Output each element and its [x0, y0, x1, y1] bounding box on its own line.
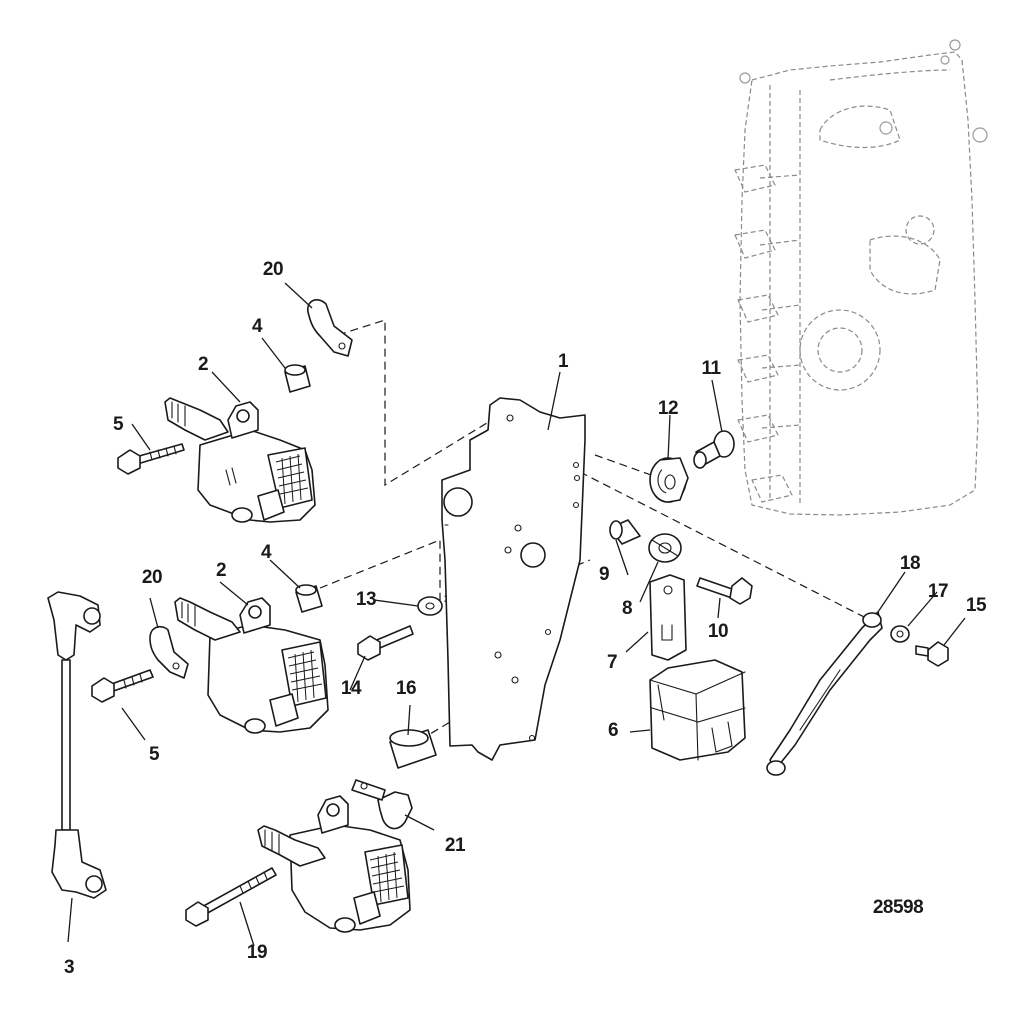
callout-9: 9	[598, 564, 610, 585]
bolt-middle	[91, 669, 154, 703]
ignition-coil-lower	[257, 795, 411, 933]
ignition-coil-upper	[164, 397, 316, 523]
assembly-dashed-lines	[319, 319, 871, 741]
callout-11: 11	[701, 358, 721, 379]
callout-4-middle: 4	[260, 542, 272, 563]
callout-20-middle: 20	[141, 567, 163, 588]
leader-lines	[67, 282, 966, 947]
figure-number: 28598	[872, 897, 924, 918]
callout-21: 21	[444, 835, 466, 856]
spark-plug-lead	[47, 591, 107, 899]
spacer-upper	[284, 364, 311, 393]
callout-5-upper: 5	[112, 414, 124, 435]
callout-3: 3	[63, 957, 75, 978]
spacer-large	[389, 729, 437, 769]
callout-5-middle: 5	[148, 744, 160, 765]
long-bolt	[185, 867, 277, 927]
bushing-9	[609, 519, 641, 545]
clamp-upper	[307, 299, 353, 357]
callout-2-middle: 2	[215, 560, 227, 581]
bolt-upper	[117, 443, 185, 475]
callout-10: 10	[707, 621, 729, 642]
grommet-12	[649, 457, 689, 503]
mounting-clip	[649, 574, 687, 661]
bolt-10	[696, 577, 753, 605]
washer-13	[417, 596, 443, 616]
washer-17	[890, 625, 910, 643]
callout-1: 1	[557, 351, 569, 372]
callout-12: 12	[657, 398, 679, 419]
callout-8: 8	[621, 598, 633, 619]
spacer-middle	[295, 584, 323, 613]
nut-15	[915, 641, 949, 667]
callout-20-upper: 20	[262, 259, 284, 280]
callout-18: 18	[899, 553, 921, 574]
callout-4-upper: 4	[251, 316, 263, 337]
mounting-bracket	[441, 397, 586, 761]
bushing-11	[693, 430, 735, 469]
bolt-14	[357, 625, 414, 661]
callout-13: 13	[355, 589, 377, 610]
ignition-coil-middle	[174, 597, 329, 734]
callout-19: 19	[246, 942, 268, 963]
callout-6: 6	[607, 720, 619, 741]
callout-2-upper: 2	[197, 354, 209, 375]
callout-15: 15	[965, 595, 987, 616]
callout-17: 17	[927, 581, 949, 602]
engine-block-ghost	[734, 39, 988, 516]
clamp-middle	[149, 625, 189, 679]
callout-16: 16	[395, 678, 417, 699]
grommet-8	[648, 533, 682, 563]
callout-14: 14	[340, 678, 362, 699]
large-clamp	[351, 779, 413, 830]
relay	[649, 659, 746, 761]
callout-7: 7	[606, 652, 618, 673]
ground-strap	[766, 611, 883, 776]
